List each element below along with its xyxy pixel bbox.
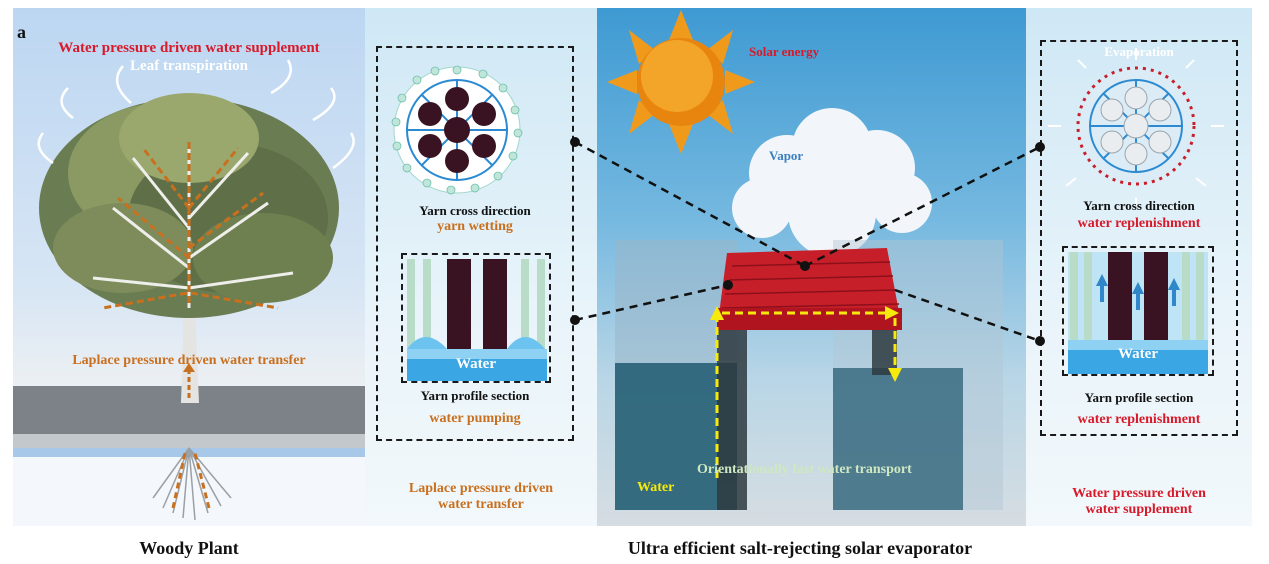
yarn-cross-section-illustration bbox=[391, 65, 523, 195]
fast-transport-label: Orientationally fast water transport bbox=[697, 462, 912, 477]
leaf-transpiration-label: Leaf transpiration bbox=[130, 58, 248, 74]
plant-laplace-label: Laplace pressure driven water transfer bbox=[72, 353, 306, 368]
right-profile-illustration bbox=[1068, 252, 1208, 374]
solar-energy-label: Solar energy bbox=[749, 44, 820, 59]
left-cross-action: yarn wetting bbox=[437, 219, 513, 234]
right-profile-box bbox=[1062, 246, 1214, 376]
right-cross-section-illustration bbox=[1048, 48, 1224, 206]
evaporator-illustration bbox=[607, 10, 1003, 510]
evaporator-caption: Ultra efficient salt-rejecting solar eva… bbox=[627, 538, 973, 558]
center-water-label: Water bbox=[637, 480, 675, 495]
right-cross-action: water replenishment bbox=[1077, 216, 1201, 231]
evaporator-panel: Solar energy Vapor Orientationally fast … bbox=[597, 8, 1026, 526]
right-detail-box bbox=[1040, 40, 1238, 436]
vapor-label: Vapor bbox=[769, 148, 804, 163]
woody-plant-panel: a Water pressure driven water supplement… bbox=[13, 8, 365, 526]
plant-title-top: Water pressure driven water supplement bbox=[58, 40, 320, 56]
right-profile-action: water replenishment bbox=[1077, 412, 1201, 427]
water-replenishment-panel: Evaporation Yarn cross direction water r… bbox=[1026, 8, 1252, 526]
evaporation-label: Evaporation bbox=[1104, 44, 1174, 59]
left-profile-action: water pumping bbox=[429, 411, 521, 426]
left-water-label: Water bbox=[456, 356, 496, 372]
right-profile-label: Yarn profile section bbox=[1084, 390, 1194, 405]
yarn-profile-box bbox=[401, 253, 551, 383]
yarn-wetting-panel: Yarn cross direction yarn wetting Water … bbox=[365, 8, 597, 526]
yarn-detail-box bbox=[376, 46, 574, 441]
plant-illustration bbox=[13, 59, 365, 526]
woody-plant-caption: Woody Plant bbox=[139, 538, 239, 558]
right-cross-label: Yarn cross direction bbox=[1083, 198, 1195, 213]
panel-letter: a bbox=[17, 22, 26, 42]
left-cross-label: Yarn cross direction bbox=[419, 203, 531, 218]
yarn-profile-illustration bbox=[407, 259, 547, 381]
left-profile-label: Yarn profile section bbox=[420, 388, 530, 403]
right-water-label: Water bbox=[1118, 346, 1158, 362]
